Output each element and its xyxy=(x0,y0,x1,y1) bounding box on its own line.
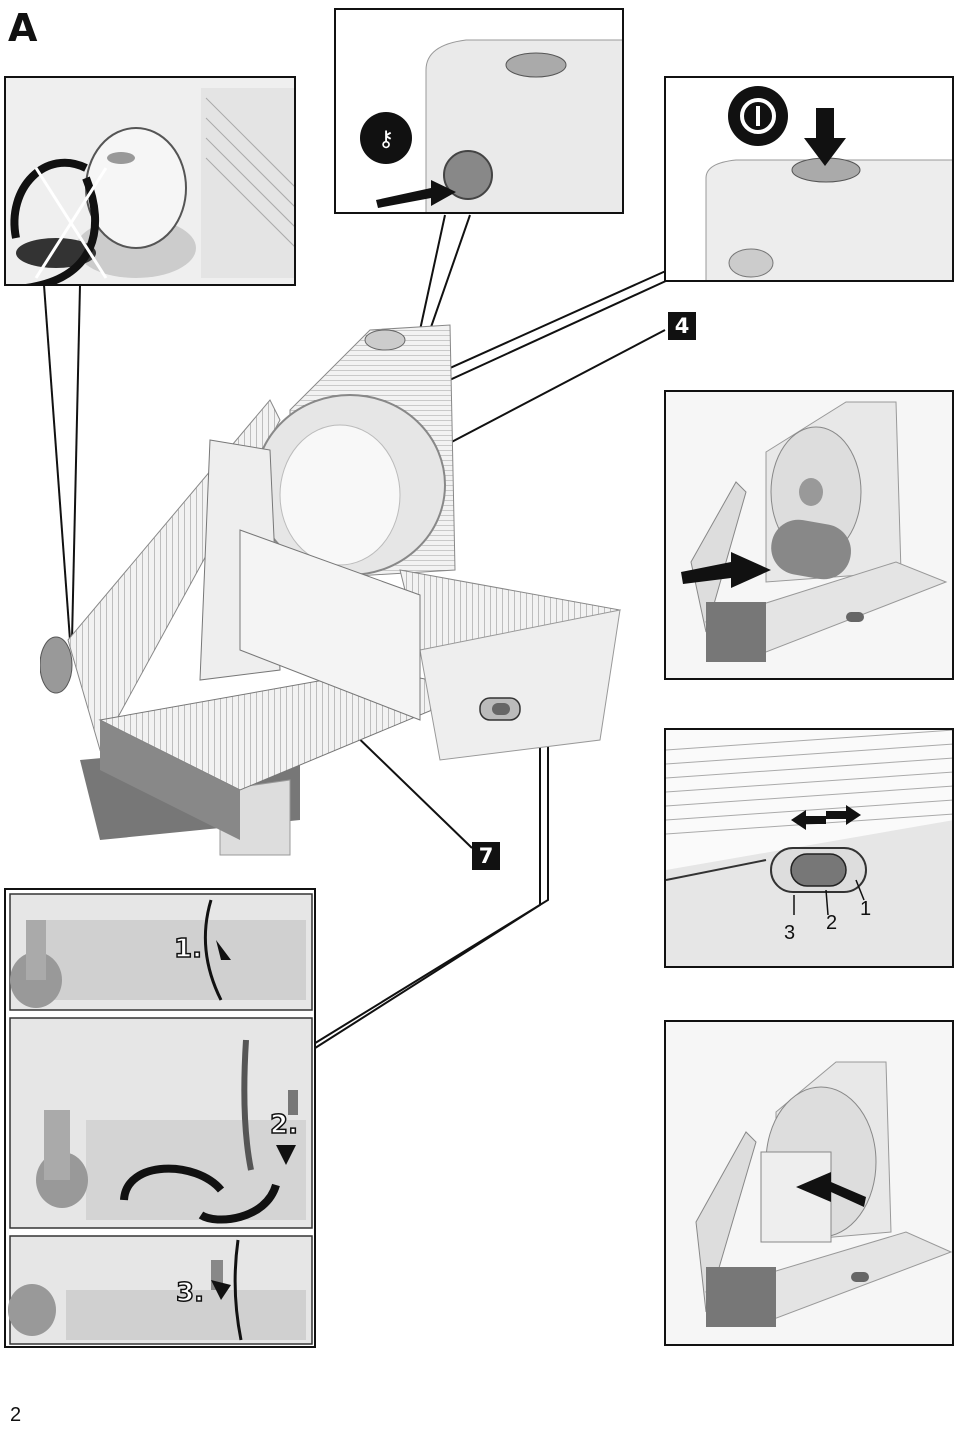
callout-7: 7 xyxy=(472,842,500,870)
step-label-2: 2. xyxy=(269,1109,298,1141)
panel-3: 3 xyxy=(664,76,954,282)
step-label-1: 1. xyxy=(173,933,202,965)
panel-6-illustration xyxy=(666,730,952,966)
panel-9: 9 1. 2. 3. xyxy=(4,888,316,1348)
part-label-1: 1 xyxy=(860,898,872,920)
key-symbol-icon xyxy=(360,112,412,164)
panel-9-illustration xyxy=(8,893,313,1345)
part-label-3: 3 xyxy=(784,922,796,944)
panel-8-illustration xyxy=(666,1022,952,1344)
panel-1-illustration xyxy=(6,78,294,284)
svg-text:⚷: ⚷ xyxy=(378,127,394,152)
main-slicer-illustration xyxy=(40,324,622,856)
step-label-3: 3. xyxy=(175,1277,204,1309)
callout-4: 4 xyxy=(668,312,696,340)
panel-6: 6 3 2 1 xyxy=(664,728,954,968)
section-letter: A xyxy=(8,6,38,50)
part-label-2: 2 xyxy=(826,912,838,934)
panel-8: 8 xyxy=(664,1020,954,1346)
panel-1: 1 xyxy=(4,76,296,286)
panel-5-illustration xyxy=(666,392,952,678)
panel-2-illustration: ⚷ xyxy=(336,10,622,212)
panel-3-illustration xyxy=(666,78,952,280)
panel-5: 5 xyxy=(664,390,954,680)
page-number: 2 xyxy=(10,1404,22,1426)
panel-2: 2 ⚷ xyxy=(334,8,624,214)
